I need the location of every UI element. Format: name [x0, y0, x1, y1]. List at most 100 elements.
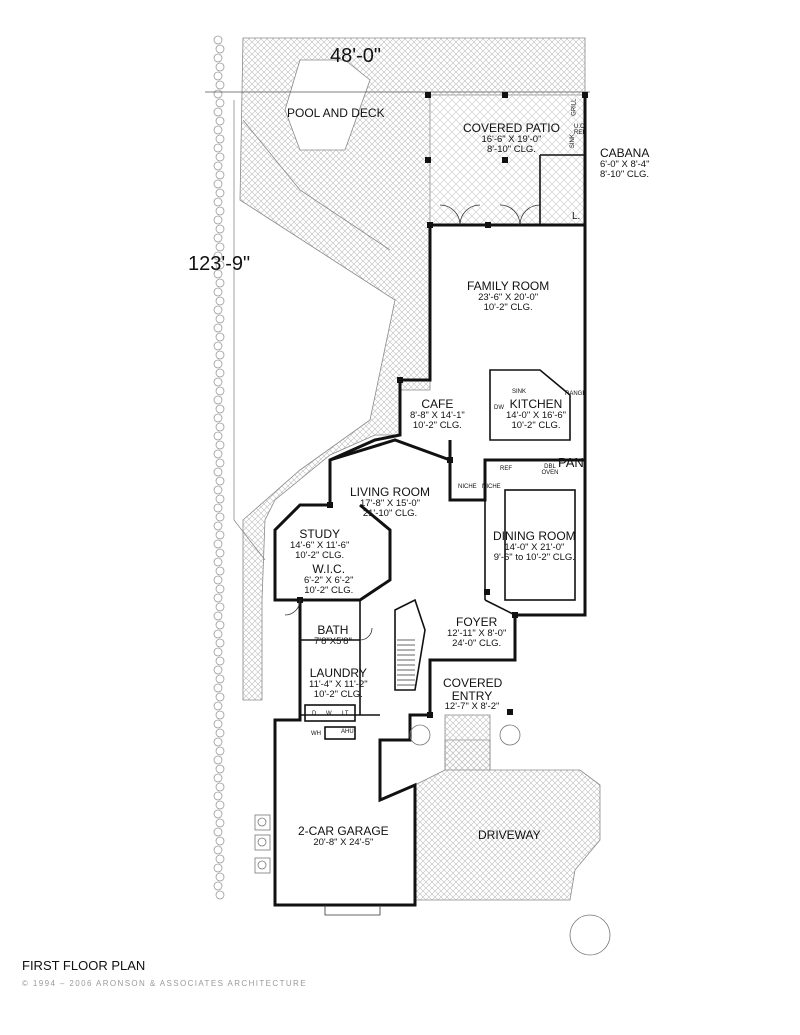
hedge-shrub [215, 80, 225, 90]
hedge-shrub [213, 323, 223, 333]
plan-title: FIRST FLOOR PLAN [22, 958, 146, 973]
column [512, 612, 518, 618]
hedge-shrub [215, 602, 225, 612]
room-covered-entry: COVERED ENTRY 12'-7" X 8'-2" [443, 676, 503, 713]
room-name: KITCHEN [509, 397, 563, 411]
room-size: 14'-0" X 21'-0" [504, 541, 565, 553]
fixture-laundry-tub: LT [342, 711, 349, 717]
hedge-shrub [213, 611, 223, 621]
room-ceiling: 9'-6" to 10'-2" CLG. [493, 551, 575, 563]
hedge-shrub [215, 242, 225, 252]
hedge-shrub [215, 656, 225, 666]
room-ceiling: 21'-10" CLG. [362, 507, 418, 519]
hedge-shrub [215, 134, 225, 144]
hedge-shrub [213, 53, 223, 63]
room-name: LIVING ROOM [350, 485, 431, 499]
property-hedge [213, 35, 225, 900]
room-size: 6'-0" X 8'-4" [600, 158, 650, 170]
hedge-shrub [215, 404, 225, 414]
hedge-shrub [213, 233, 223, 243]
room-name: FAMILY ROOM [467, 279, 550, 293]
column [425, 92, 431, 98]
hedge-shrub [213, 125, 223, 135]
hedge-shrub [215, 638, 225, 648]
door-swings [284, 204, 541, 916]
room-pool-deck: POOL AND DECK [287, 107, 385, 120]
hedge-shrub [215, 368, 225, 378]
hedge-shrub [213, 647, 223, 657]
hedge-shrub [215, 872, 225, 882]
hedge-shrub [213, 773, 223, 783]
fixture-lav: L. [572, 211, 581, 222]
room-size: 6'-2" X 6'-2" [304, 574, 354, 586]
hedge-shrub [213, 503, 223, 513]
room-covered-patio: COVERED PATIO 16'-6" X 19'-0" 8'-10" CLG… [463, 122, 560, 155]
fixture-refrigerator: REF [500, 466, 512, 472]
hedge-shrub [213, 413, 223, 423]
hedge-shrub [213, 71, 223, 81]
hedge-shrub [215, 494, 225, 504]
hedge-shrub [213, 485, 223, 495]
hedge-shrub [215, 854, 225, 864]
copyright-note: © 1994 – 2006 ARONSON & ASSOCIATES ARCHI… [22, 979, 307, 988]
hedge-shrub [213, 107, 223, 117]
hedge-shrub [215, 782, 225, 792]
room-name: 2-CAR GARAGE [298, 824, 389, 838]
hedge-shrub [215, 890, 225, 900]
hedge-shrub [213, 287, 223, 297]
hedge-shrub [215, 224, 225, 234]
hedge-shrub [215, 440, 225, 450]
fixture-grill: GRILL [571, 98, 578, 116]
interior-walls [300, 154, 585, 740]
room-name: FOYER [455, 615, 498, 629]
hedge-shrub [213, 845, 223, 855]
room-ceiling: 10'-2" CLG. [511, 419, 561, 431]
room-size: 12'-7" X 8'-2" [444, 701, 500, 713]
hedge-shrub [215, 116, 225, 126]
room-driveway: DRIVEWAY [478, 829, 541, 842]
column [484, 589, 490, 595]
room-size: 8'-8" X 14'-1" [410, 409, 465, 421]
hedge-shrub [215, 674, 225, 684]
column [425, 157, 431, 163]
planter-boxes [254, 724, 611, 956]
hedge-shrub [215, 458, 225, 468]
hedge-shrub [213, 683, 223, 693]
fixture-niche-dining: NICHE [482, 484, 501, 490]
hedge-shrub [215, 332, 225, 342]
room-ceiling: 8'-10" CLG. [600, 168, 650, 180]
room-ceiling: 10'-2" CLG. [295, 549, 345, 561]
fixture-washer: W [326, 711, 332, 717]
hedge-shrub [213, 179, 223, 189]
hedge-shrub [215, 818, 225, 828]
room-name: POOL AND DECK [287, 106, 385, 120]
column [397, 377, 403, 383]
room-cafe: CAFE 8'-8" X 14'-1" 10'-2" CLG. [410, 398, 465, 431]
fixture-uc-refrigerator: U.C. REF [574, 124, 586, 137]
column [507, 709, 513, 715]
column [502, 92, 508, 98]
hedge-shrub [215, 386, 225, 396]
room-size: 16'-6" X 19'-0" [481, 133, 542, 145]
hedge-shrub [213, 521, 223, 531]
room-name: STUDY [299, 527, 340, 541]
fixture-dishwasher: DW [494, 405, 504, 411]
room-name: W.I.C. [312, 562, 346, 576]
room-name: COVERED ENTRY [443, 676, 503, 703]
column [447, 457, 453, 463]
hedge-shrub [213, 431, 223, 441]
hedge-shrub [213, 197, 223, 207]
room-size: 23'-6" X 20'-0" [478, 291, 539, 303]
hedge-shrub [213, 719, 223, 729]
room-ceiling: 8'-10" CLG. [486, 143, 536, 155]
hedge-shrub [213, 863, 223, 873]
walkway-area [444, 714, 491, 771]
column [427, 222, 433, 228]
column [582, 92, 588, 98]
hedge-shrub [213, 359, 223, 369]
fixture-double-oven: DBL OVEN [541, 464, 559, 477]
hedge-shrub [213, 629, 223, 639]
room-size: 14'-6" X 11'-6" [290, 539, 350, 551]
columns [297, 92, 588, 718]
